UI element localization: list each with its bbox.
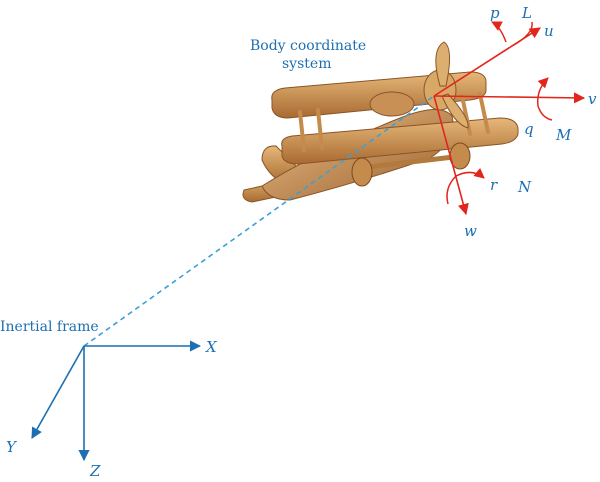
body-w-axis	[433, 95, 469, 216]
body-label-p: p	[490, 4, 500, 22]
rotation-arc-r	[446, 167, 485, 205]
body-coordinate-label-line1: Body coordinate	[250, 38, 366, 54]
inertial-y-axis	[31, 345, 85, 439]
inertial-axes	[31, 340, 202, 462]
labels: Body coordinate system Inertial frame X …	[0, 4, 597, 480]
body-label-L: L	[521, 4, 532, 22]
body-coordinate-label-line2: system	[282, 56, 331, 72]
body-axes	[433, 21, 586, 216]
axis-label-X: X	[205, 338, 218, 356]
body-label-q: q	[524, 120, 534, 138]
body-label-v: v	[588, 90, 597, 108]
body-label-u: u	[544, 22, 554, 40]
body-label-w: w	[464, 222, 477, 240]
body-label-M: M	[555, 126, 572, 144]
rotation-arc-q	[536, 77, 553, 121]
inertial-frame-label: Inertial frame	[0, 319, 99, 335]
body-label-r: r	[490, 176, 498, 194]
rotation-arc-L	[511, 21, 533, 47]
body-v-axis	[433, 92, 586, 104]
axis-label-Z: Z	[89, 462, 101, 480]
axis-label-Y: Y	[6, 438, 18, 456]
body-label-N: N	[517, 178, 532, 196]
rotation-arc-p	[491, 21, 507, 43]
